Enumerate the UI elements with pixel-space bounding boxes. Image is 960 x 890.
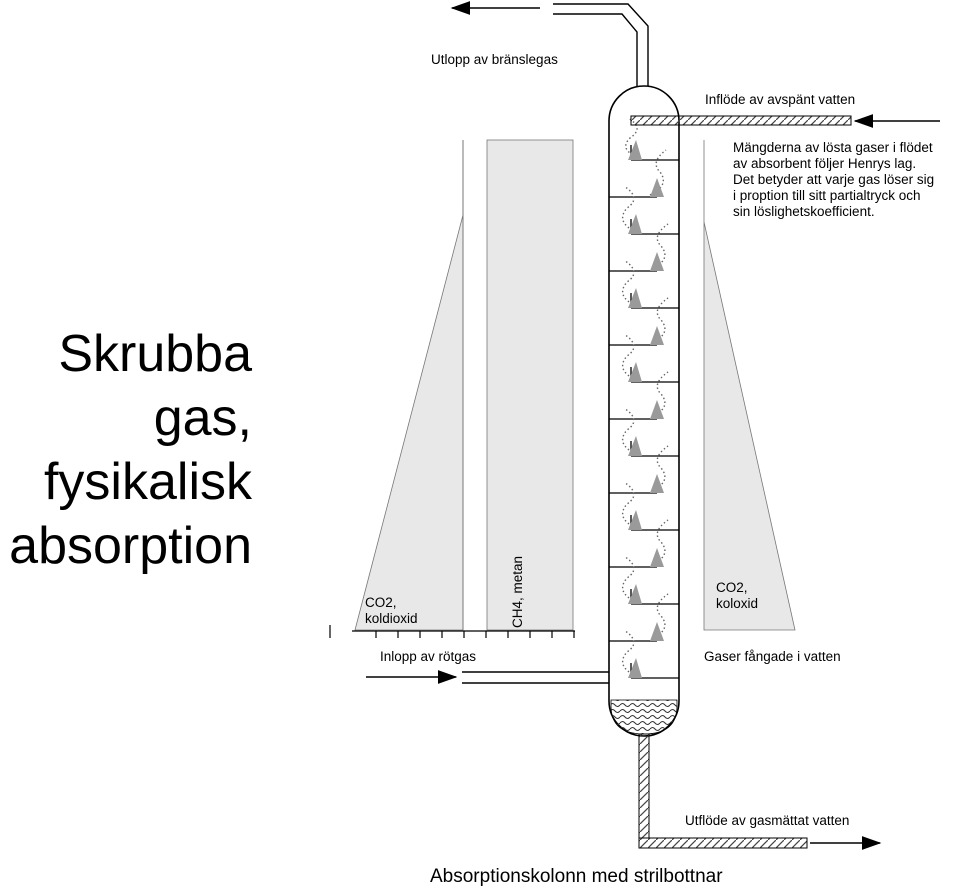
outflow-water-label: Utflöde av gasmättat vatten — [685, 813, 849, 828]
co2-right-label-2: koloxid — [716, 596, 758, 611]
inflow-water-label: Inflöde av avspänt vatten — [705, 92, 855, 107]
ch4-band — [486, 139, 574, 631]
water-inflow-pipe — [630, 115, 852, 126]
right-fan — [703, 140, 796, 631]
title-line-1: Skrubba — [58, 325, 252, 383]
column-body — [608, 85, 680, 737]
henry-text-line-4: i proption till sitt partialtryck och — [733, 188, 921, 203]
outlet-gas-label: Utlopp av bränslegas — [431, 52, 558, 67]
gas-inlet-pipe — [462, 671, 609, 684]
co2-right-label-1: CO2, — [716, 580, 748, 595]
captured-gases-label: Gaser fångade i vatten — [704, 649, 841, 664]
slide-title: Skrubba gas, fysikalisk absorption — [0, 322, 252, 578]
henry-text-line-3: Det betyder att varje gas löser sig — [733, 172, 934, 187]
title-line-3: fysikalisk — [43, 453, 252, 511]
ch4-label: CH4, metan — [510, 556, 525, 628]
co2-left-label-1: CO2, — [365, 595, 397, 610]
column-liquid — [610, 699, 678, 735]
gas-bubbles — [621, 117, 669, 677]
title-line-4: absorption — [9, 517, 252, 575]
henry-text-line-1: Mängderna av lösta gaser i flödet — [733, 140, 933, 155]
water-outflow-pipe — [638, 733, 808, 849]
outlet-pipe — [553, 3, 649, 86]
henry-text-line-5: sin löslighetskoefficient. — [733, 204, 875, 219]
diagram-caption: Absorptionskolonn med strilbottnar — [430, 866, 723, 887]
bubble-plumes — [628, 140, 664, 678]
co2-left-label-2: koldioxid — [365, 611, 418, 626]
henry-text-line-2: av absorbent följer Henrys lag. — [733, 156, 916, 171]
inlet-gas-label: Inlopp av rötgas — [380, 649, 476, 664]
title-line-2: gas, — [153, 389, 252, 447]
left-fan — [354, 214, 464, 631]
scale-axis — [329, 625, 575, 638]
